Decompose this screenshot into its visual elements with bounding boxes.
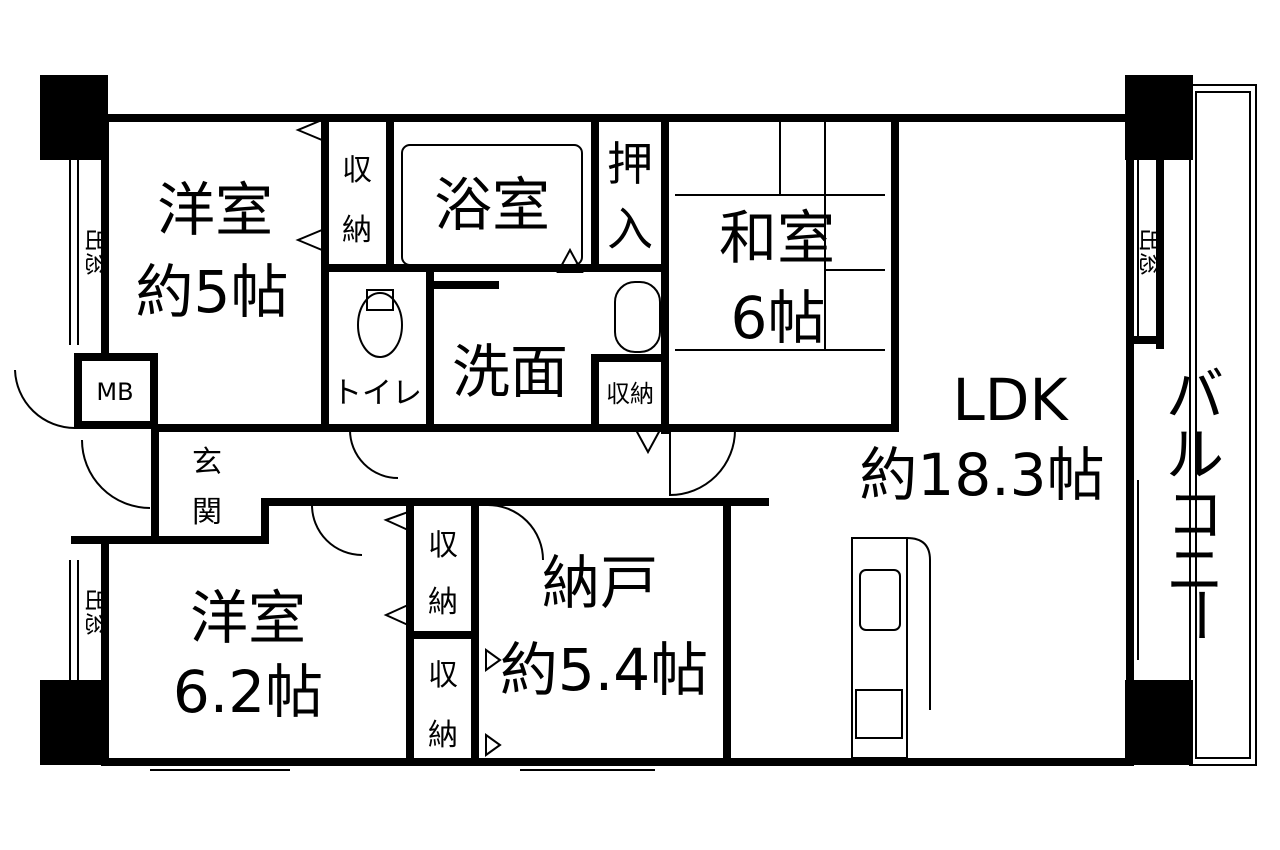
room-nando-size: 約5.4帖	[500, 636, 708, 704]
storage-a-top: 収	[342, 153, 372, 188]
room-western-b-size: 6.2帖	[173, 658, 323, 726]
room-western-a-name: 洋室	[157, 176, 273, 244]
balcony-char-3: コ	[1166, 481, 1224, 549]
balcony-char-1: バ	[1166, 361, 1224, 429]
room-western-a-size: 約5帖	[136, 258, 289, 326]
storage-a-bottom: 納	[342, 213, 372, 248]
room-japanese-size: 6帖	[731, 284, 826, 352]
storage-c-bottom: 納	[428, 585, 458, 620]
room-ldk-name: LDK	[952, 366, 1069, 434]
mb-label: MB	[96, 378, 133, 406]
columns	[40, 75, 1193, 765]
balcony-char-4: ニ	[1166, 536, 1224, 604]
storage-b-name: 収納	[606, 380, 654, 408]
room-toilet-name: トイレ	[332, 376, 422, 411]
storage-d-bottom: 納	[428, 718, 458, 753]
storage-c-top: 収	[428, 528, 458, 563]
oshiire-bottom: 入	[607, 202, 653, 256]
entrance-top: 玄	[192, 445, 222, 480]
room-western-b-name: 洋室	[190, 584, 306, 652]
entrance-bottom: 関	[192, 495, 222, 530]
room-bath-name: 浴室	[434, 171, 550, 239]
bay-window-mark-left-top: 出窓	[82, 228, 110, 276]
balcony-char-2: ル	[1166, 421, 1224, 489]
walls	[71, 114, 1164, 766]
room-washroom-name: 洗面	[452, 338, 568, 406]
room-nando-name: 納戸	[542, 549, 658, 617]
oshiire-top: 押	[607, 137, 653, 191]
storage-d-top: 収	[428, 658, 458, 693]
bay-window-mark-right: 出窓	[1136, 228, 1164, 276]
bay-window-mark-left-bottom: 出窓	[82, 588, 110, 636]
room-ldk-size: 約18.3帖	[859, 441, 1104, 509]
balcony-char-5: ー	[1166, 586, 1234, 644]
room-japanese-name: 和室	[719, 204, 835, 272]
